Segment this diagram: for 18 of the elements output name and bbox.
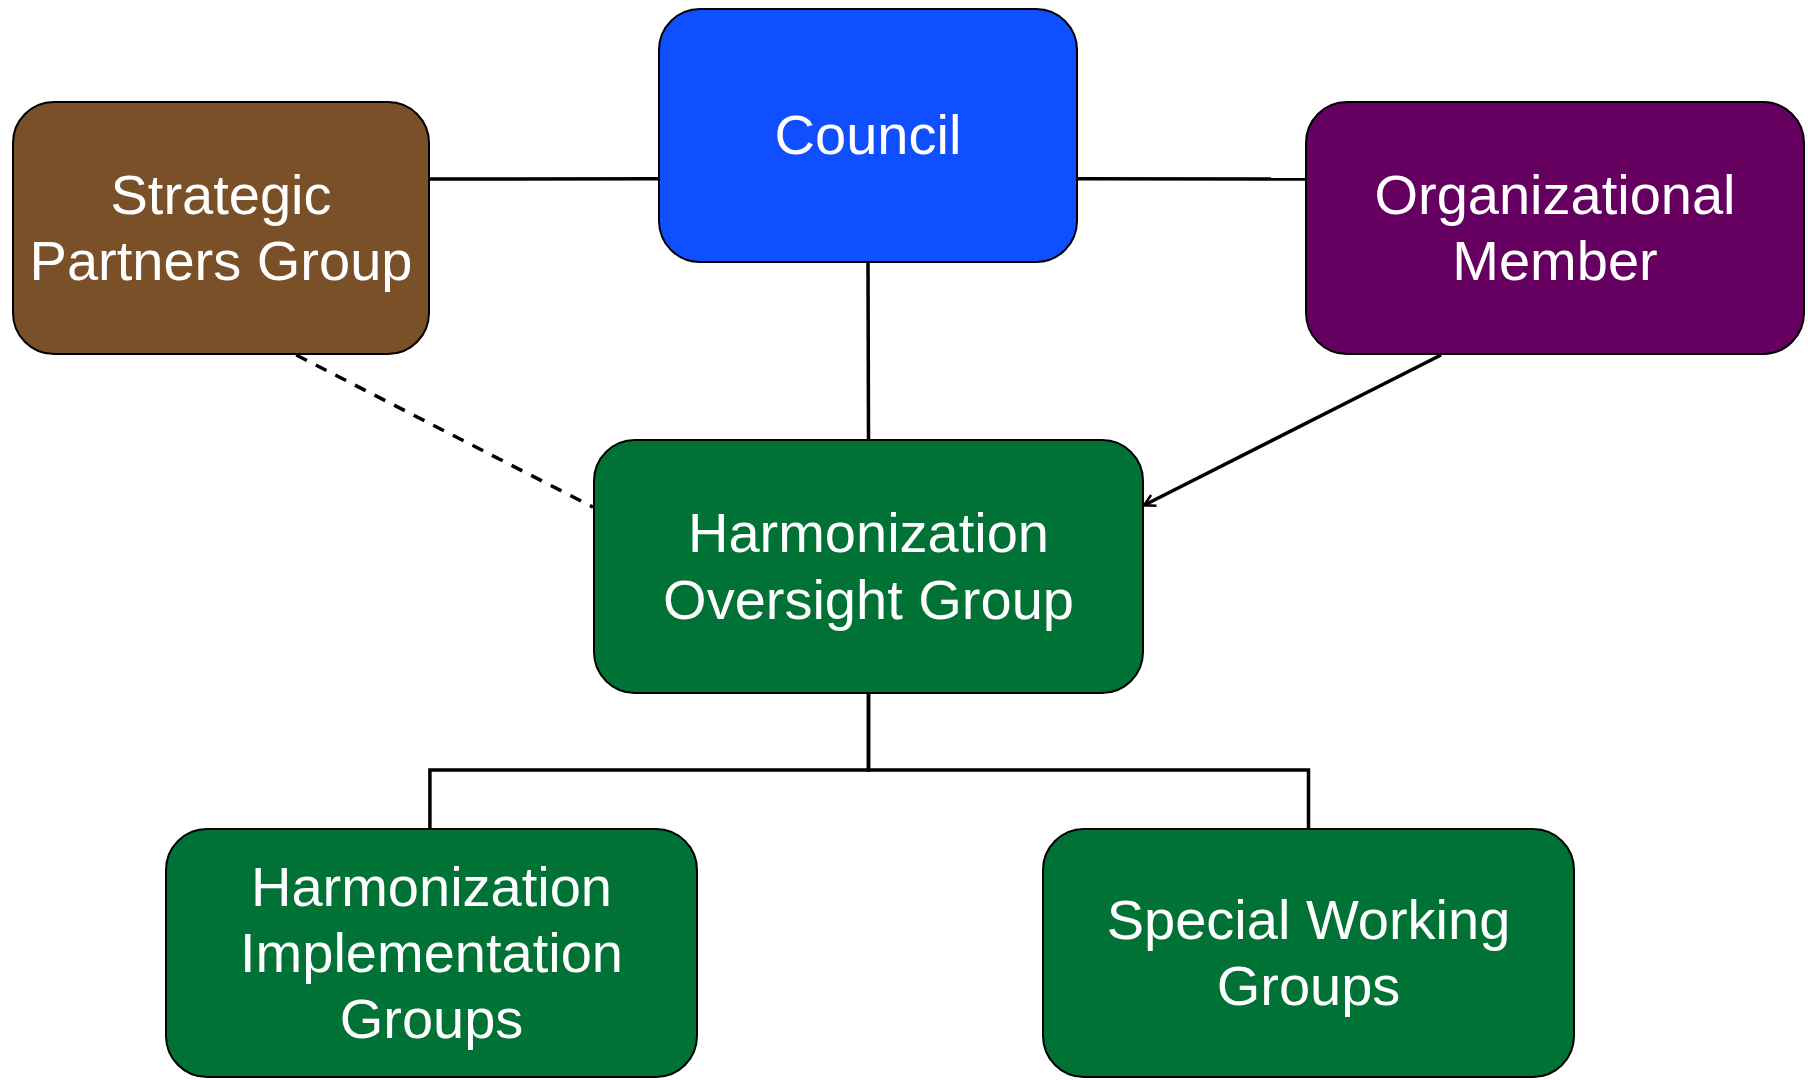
connector-line bbox=[866, 694, 1311, 828]
org-unit-box bbox=[658, 8, 1078, 263]
connector-line bbox=[866, 263, 871, 439]
org-unit-box bbox=[1042, 828, 1575, 1078]
connector-line bbox=[1078, 177, 1305, 181]
unit-name: Council bbox=[774, 102, 962, 169]
connector-line bbox=[295, 353, 594, 509]
unit-name: Harmonization Oversight Group bbox=[662, 500, 1075, 633]
arrow bbox=[1142, 353, 1442, 507]
unit-name: Special Working Groups bbox=[1105, 886, 1512, 1019]
org-unit-box bbox=[165, 828, 698, 1078]
org-unit-box bbox=[12, 101, 430, 355]
org-unit-box bbox=[593, 439, 1144, 694]
unit-name: Harmonization Implementation Groups bbox=[239, 853, 624, 1053]
unit-name: Strategic Partners Group bbox=[28, 161, 414, 294]
org-unit-box bbox=[1305, 101, 1805, 355]
unit-name: Organizational Member bbox=[1373, 161, 1737, 294]
connector-line bbox=[430, 177, 658, 181]
